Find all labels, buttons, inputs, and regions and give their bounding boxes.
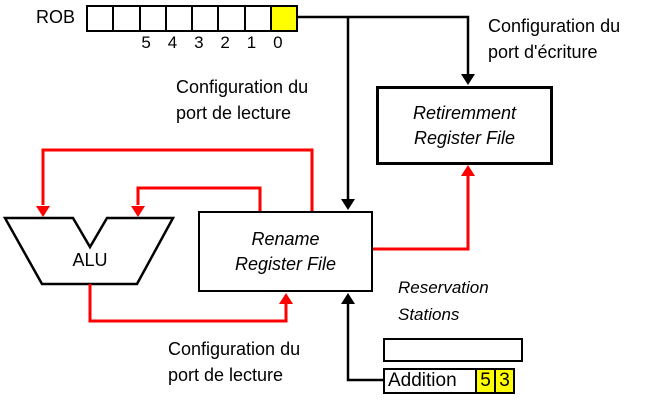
rob-index-label: 1 [246,33,257,52]
rob-cell [217,5,246,32]
rob-cell [164,5,193,32]
retirement-register-file-box: Retiremment Register File [376,86,553,165]
wire-rob-to-retirement [298,15,475,85]
wire-rename-to-alu-right [131,186,262,217]
arrowhead-down-icon [461,74,475,85]
rob-index-label: 3 [194,33,204,52]
wire-reservation-to-rename [341,293,384,382]
alu-label: ALU [72,250,108,270]
arrowhead-down-icon [36,206,50,217]
reservation-stations-label: Reservation Stations [398,274,489,328]
rob-cell [191,5,220,32]
arrowhead-up-icon [461,165,475,176]
rob-cell [243,5,272,32]
rob-index-label: 0 [273,33,283,52]
addition-operand-1: 5 [475,368,496,394]
config-read-port-top-line2: port de lecture [176,103,292,123]
rob-index-label: 5 [141,33,151,52]
rename-box-line1: Rename [251,228,320,249]
retirement-box-line1: Retiremment [412,102,517,123]
wire-alu-to-rename [88,284,293,323]
rob-cell [112,5,141,32]
config-read-port-bottom-line2: port de lecture [168,365,284,385]
config-read-port-bottom-line1: Configuration du [168,339,301,359]
config-write-port-label: Configuration du port d'écriture [488,13,620,65]
retirement-box-line2: Register File [413,127,516,148]
reservation-stations-line2: Stations [398,305,460,324]
rob-index-label: 4 [167,33,178,52]
arrowhead-up-icon [341,293,355,304]
reservation-station-addition-slot: Addition 5 3 [383,368,515,394]
arrowhead-down-icon [131,206,145,217]
addition-op-label: Addition [383,368,477,394]
alu-shape [2,216,176,286]
reservation-stations-line1: Reservation [398,278,489,297]
reservation-station-empty-slot [383,338,523,362]
wire-rename-to-retirement [373,165,475,251]
rename-box-line2: Register File [234,253,337,274]
rob-cell-highlighted [269,5,298,32]
config-read-port-top-label: Configuration du port de lecture [176,74,308,126]
rob-label: ROB [36,7,76,27]
rob-cell [138,5,167,32]
config-write-port-line2: port d'écriture [488,42,598,62]
addition-operand-2: 3 [494,368,515,394]
rob-row [86,5,298,32]
arrowhead-up-icon [279,293,293,304]
rob-index-label: 2 [220,33,230,52]
config-read-port-top-line1: Configuration du [176,77,309,97]
config-read-port-bottom-label: Configuration du port de lecture [168,336,300,388]
wire-rename-to-alu-left [36,148,314,217]
wire-rob-to-rename [341,17,355,210]
arrowhead-down-icon [341,199,355,210]
config-write-port-line1: Configuration du [488,16,621,36]
rob-cell [86,5,115,32]
rename-register-file-box: Rename Register File [198,211,373,292]
